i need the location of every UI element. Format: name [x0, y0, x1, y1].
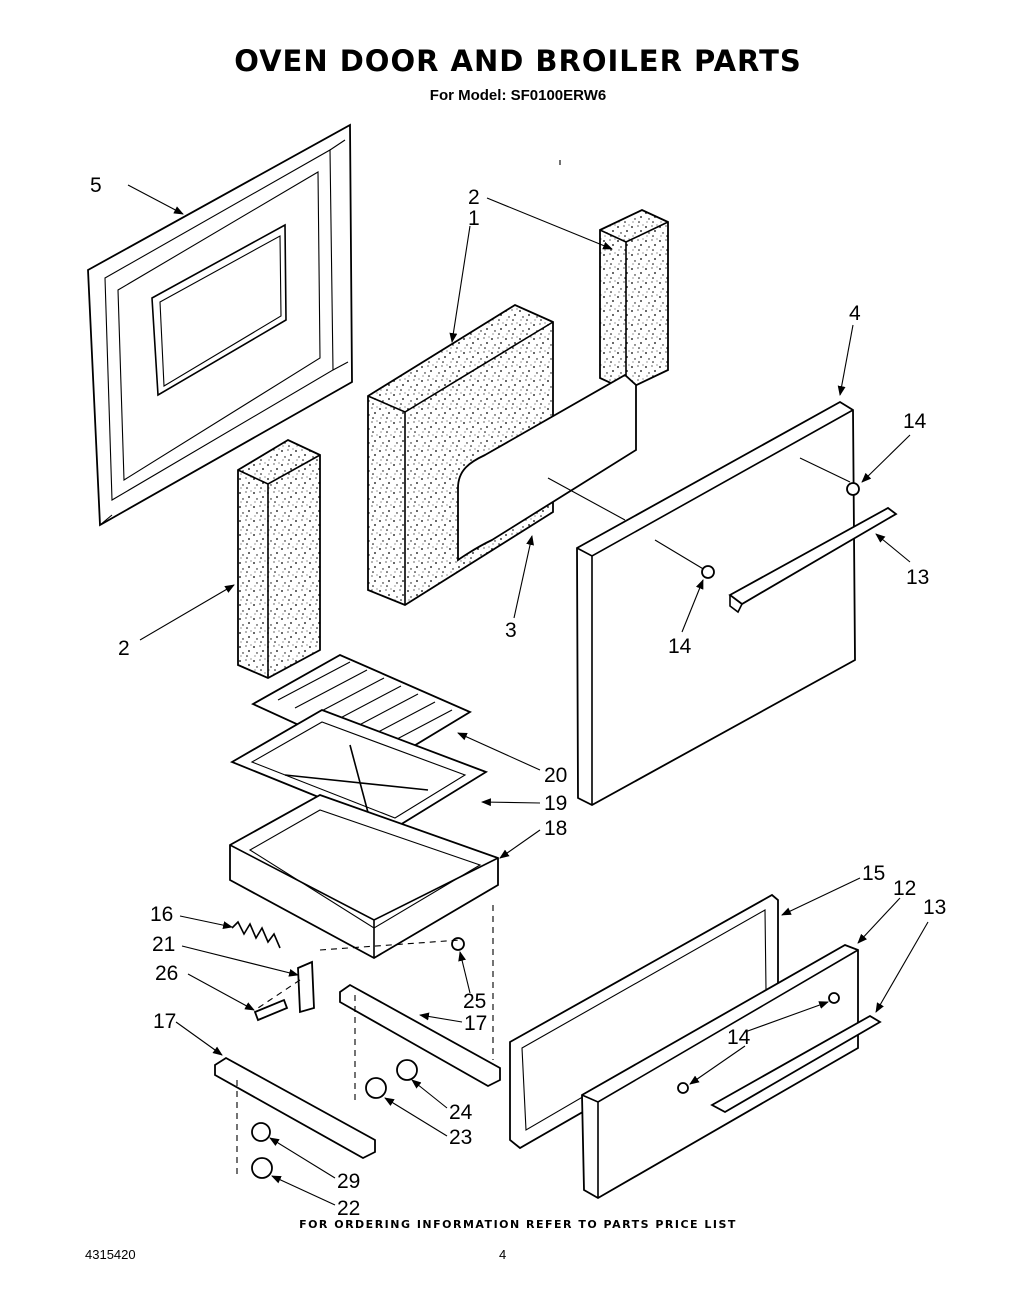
- page-number: 4: [499, 1247, 507, 1262]
- callout-14-c: 14: [727, 1026, 751, 1049]
- bracket-clip: [297, 960, 315, 1014]
- drawer-handle: [710, 1014, 882, 1114]
- callout-15: 15: [862, 862, 885, 885]
- callout-17-b: 17: [153, 1010, 176, 1033]
- document-number: 4315420: [85, 1247, 136, 1262]
- callout-16: 16: [150, 903, 173, 926]
- callout-14-b: 14: [668, 635, 692, 658]
- drawer-slide-left: [214, 1056, 376, 1160]
- callout-labels: 5 2 1 4 14 13 14 3 2 20 19 18 15 12 13 1…: [90, 174, 946, 1220]
- callout-25: 25: [463, 990, 486, 1013]
- outer-door-panel: [576, 400, 856, 807]
- callout-17-a: 17: [464, 1012, 487, 1035]
- callout-18: 18: [544, 817, 567, 840]
- callout-26: 26: [155, 962, 178, 985]
- callout-5: 5: [90, 174, 102, 197]
- drawer-slide-right: [339, 983, 501, 1088]
- page-title: OVEN DOOR AND BROILER PARTS: [234, 44, 802, 78]
- drawer-spacers: [677, 992, 840, 1094]
- callout-2-top: 2: [468, 186, 480, 209]
- handle-spacers: [701, 482, 860, 579]
- callout-23: 23: [449, 1126, 472, 1149]
- callout-22: 22: [337, 1197, 360, 1220]
- spring: [231, 920, 281, 949]
- callout-3: 3: [505, 619, 517, 642]
- callout-21: 21: [152, 933, 175, 956]
- inner-door-panel: [87, 123, 353, 527]
- callout-20: 20: [544, 764, 567, 787]
- callout-19: 19: [544, 792, 567, 815]
- callout-2-left: 2: [118, 637, 130, 660]
- leader-arrows: [127, 184, 929, 1206]
- door-liner-shield: [457, 373, 637, 562]
- callout-1: 1: [468, 207, 480, 230]
- callout-29: 29: [337, 1170, 360, 1193]
- door-handle: [728, 506, 898, 614]
- screw: [253, 998, 289, 1022]
- ordering-info-note: FOR ORDERING INFORMATION REFER TO PARTS …: [299, 1218, 737, 1231]
- rollers-right: [365, 1059, 418, 1099]
- callout-14-a: 14: [903, 410, 927, 433]
- insulation-block-left: [237, 438, 321, 679]
- callout-4: 4: [849, 302, 861, 325]
- drawer-front-panel: [581, 944, 859, 1200]
- rollers-left: [251, 1122, 273, 1179]
- nut: [451, 937, 465, 951]
- callout-24: 24: [449, 1101, 473, 1124]
- broiler-pan: [229, 794, 499, 960]
- callout-13-a: 13: [906, 566, 929, 589]
- insulation-block-right: [599, 209, 669, 391]
- callout-13-b: 13: [923, 896, 946, 919]
- callout-12: 12: [893, 877, 916, 900]
- alignment-lines: [236, 160, 561, 1175]
- model-subtitle: For Model: SF0100ERW6: [429, 87, 607, 104]
